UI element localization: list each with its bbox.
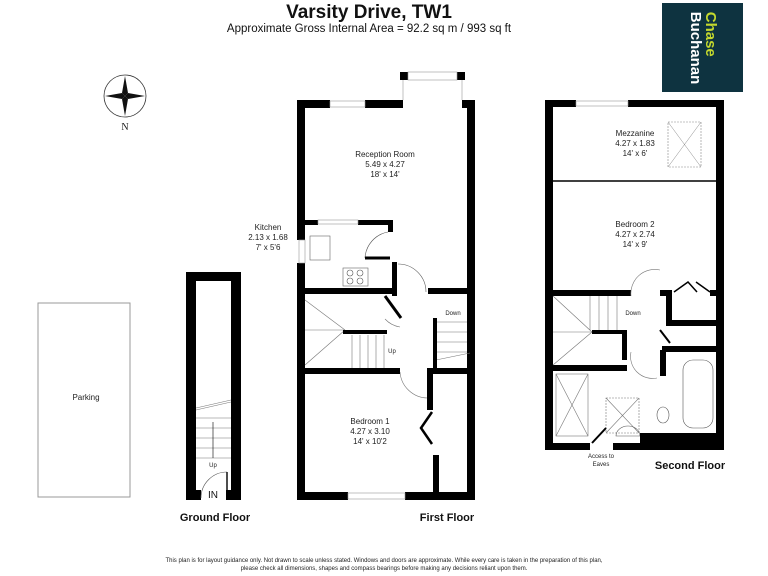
room-imperial: 18' x 14' <box>370 170 400 179</box>
ground-up-label: Up <box>209 463 217 469</box>
disclaimer-line2: please check all dimensions, shapes and … <box>240 566 528 572</box>
first-floor-title: First Floor <box>420 512 475 524</box>
room-kitchen: Kitchen 2.13 x 1.68 7' x 5'6 <box>248 223 288 252</box>
room-reception: Reception Room 5.49 x 4.27 18' x 14' <box>355 150 415 179</box>
room-bedroom-1: Bedroom 1 4.27 x 3.10 14' x 10'2 <box>350 417 390 446</box>
room-name: Bedroom 1 <box>350 417 390 426</box>
room-name: Mezzanine <box>616 129 655 138</box>
room-name: Reception Room <box>355 150 415 159</box>
eaves-label-1: Access to <box>588 454 615 460</box>
room-imperial: 14' x 6' <box>623 149 648 158</box>
room-metric: 2.13 x 1.68 <box>248 233 288 242</box>
eaves-label-2: Eaves <box>593 462 610 468</box>
first-up-label: Up <box>388 349 396 355</box>
room-metric: 4.27 x 3.10 <box>350 427 390 436</box>
second-down-label: Down <box>625 311 640 317</box>
compass-icon: N <box>103 74 147 133</box>
title-text: Varsity Drive, TW1 <box>286 2 452 23</box>
area-subtitle: Approximate Gross Internal Area = 92.2 s… <box>0 23 768 35</box>
ground-floor-title: Ground Floor <box>180 512 251 524</box>
parking-label: Parking <box>72 393 99 402</box>
compass-north-label: N <box>121 122 128 133</box>
first-floor-plan: Up Down <box>297 71 475 500</box>
room-imperial: 14' x 10'2 <box>353 437 387 446</box>
agency-logo: Chase Buchanan <box>662 3 743 92</box>
subtitle-text: Approximate Gross Internal Area = 92.2 s… <box>226 23 512 35</box>
room-bedroom-2: Bedroom 2 4.27 x 2.74 14' x 9' <box>615 220 655 249</box>
room-imperial: 14' x 9' <box>623 240 648 249</box>
entrance-label: IN <box>208 490 218 501</box>
disclaimer: This plan is for layout guidance only. N… <box>0 557 768 573</box>
room-imperial: 7' x 5'6 <box>256 243 281 252</box>
second-floor-plan: Down Access to Eaves <box>545 100 724 468</box>
room-name: Bedroom 2 <box>615 220 655 229</box>
room-metric: 5.49 x 4.27 <box>365 160 405 169</box>
room-metric: 4.27 x 1.83 <box>615 139 655 148</box>
ground-floor-plan: Up IN <box>186 272 241 501</box>
second-floor-title: Second Floor <box>655 460 726 472</box>
page-title: Varsity Drive, TW1 <box>0 2 768 24</box>
room-name: Kitchen <box>255 223 282 232</box>
room-metric: 4.27 x 2.74 <box>615 230 655 239</box>
room-mezzanine: Mezzanine 4.27 x 1.83 14' x 6' <box>615 129 655 158</box>
disclaimer-line1: This plan is for layout guidance only. N… <box>165 558 603 564</box>
parking-area: Parking <box>37 302 131 498</box>
first-down-label: Down <box>445 311 460 317</box>
